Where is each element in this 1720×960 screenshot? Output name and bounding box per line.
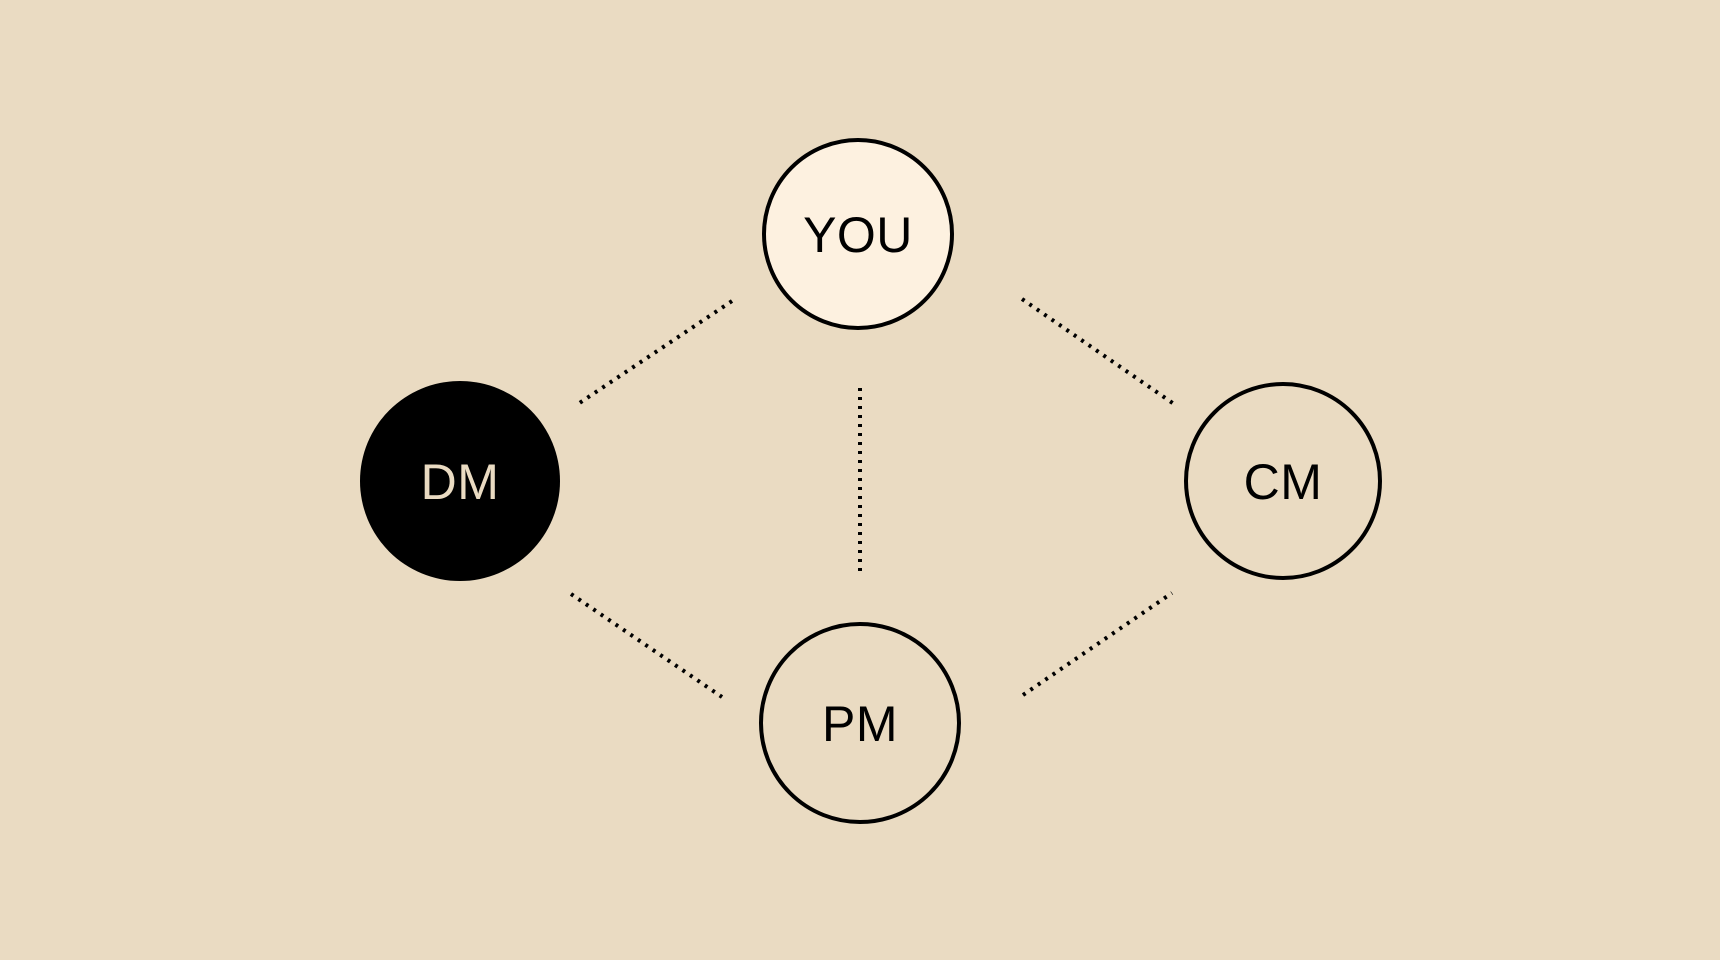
node-dm-circle[interactable] xyxy=(360,381,560,581)
connector-you-dm xyxy=(576,299,734,406)
node-you[interactable]: YOU xyxy=(762,138,954,330)
node-cm-circle[interactable] xyxy=(1184,382,1382,580)
connector-you-cm xyxy=(1020,297,1176,406)
connector-dm-pm xyxy=(569,592,724,699)
node-pm-label: PM xyxy=(822,696,898,752)
connector-pm-cm xyxy=(1021,591,1174,697)
node-you-label: YOU xyxy=(803,207,913,263)
edges-layer xyxy=(569,297,1176,699)
node-pm[interactable]: PM xyxy=(759,622,961,824)
node-pm-circle[interactable] xyxy=(759,622,961,824)
nodes-layer: YOU DM CM PM xyxy=(360,138,1382,824)
node-cm[interactable]: CM xyxy=(1184,382,1382,580)
node-dm-label: DM xyxy=(421,454,500,510)
node-you-circle[interactable] xyxy=(762,138,954,330)
node-cm-label: CM xyxy=(1244,454,1323,510)
node-dm[interactable]: DM xyxy=(360,381,560,581)
